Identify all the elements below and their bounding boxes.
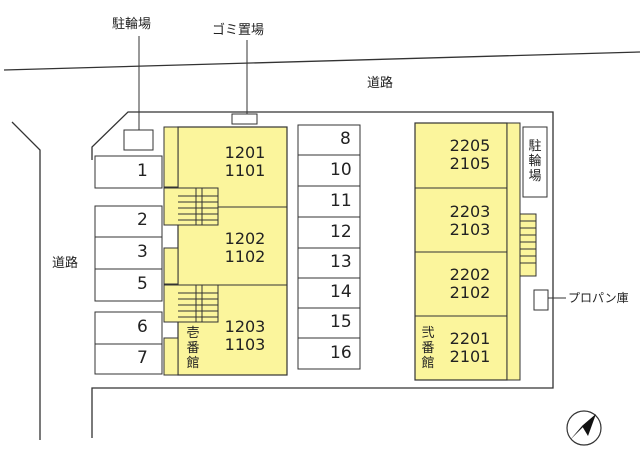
parking-space-label: 11 (330, 191, 352, 211)
parking-space-label: 8 (340, 129, 351, 149)
garbage-label: ゴミ置場 (212, 23, 265, 38)
building-2-staircase (519, 213, 537, 277)
road-top-edge (3, 51, 640, 71)
parking-space-label: 7 (137, 348, 148, 368)
north-arrow-icon (566, 410, 602, 446)
parking-space-label: 12 (330, 222, 352, 242)
building-1-balcony-tabs (163, 126, 179, 376)
parking-left-outlines (94, 155, 163, 375)
garbage-box (231, 113, 258, 125)
bike-parking-top-label: 駐輪場 (112, 17, 152, 32)
parking-center-outlines (297, 124, 361, 370)
bike-parking-right-label: 駐輪場 (528, 139, 542, 184)
propane-label: プロパン庫 (568, 291, 629, 305)
building-1-staircases (163, 187, 219, 323)
parking-space-label: 16 (330, 343, 352, 363)
parking-space-label: 2 (137, 210, 148, 230)
bike-parking-right-box (522, 126, 548, 198)
parking-space-label: 10 (330, 160, 352, 180)
site-boundary (91, 111, 554, 438)
bike-parking-top-box (123, 129, 154, 151)
building-2-corridor (506, 122, 521, 381)
road-left-edge (11, 121, 41, 440)
parking-space-label: 14 (330, 282, 352, 302)
building-2-label: 弐番館 (421, 326, 435, 371)
parking-space-label: 6 (137, 317, 148, 337)
parking-space-label: 13 (330, 252, 352, 272)
road-top-label: 道路 (367, 76, 394, 91)
road-left-label: 道路 (52, 256, 79, 271)
parking-space-label: 3 (137, 242, 148, 262)
building-1-outline (177, 126, 288, 376)
parking-space-label: 5 (137, 274, 148, 294)
propane-box (533, 289, 549, 311)
parking-space-label: 15 (330, 312, 352, 332)
parking-space-label: 1 (137, 161, 148, 181)
building-1-label: 壱番館 (186, 326, 200, 371)
